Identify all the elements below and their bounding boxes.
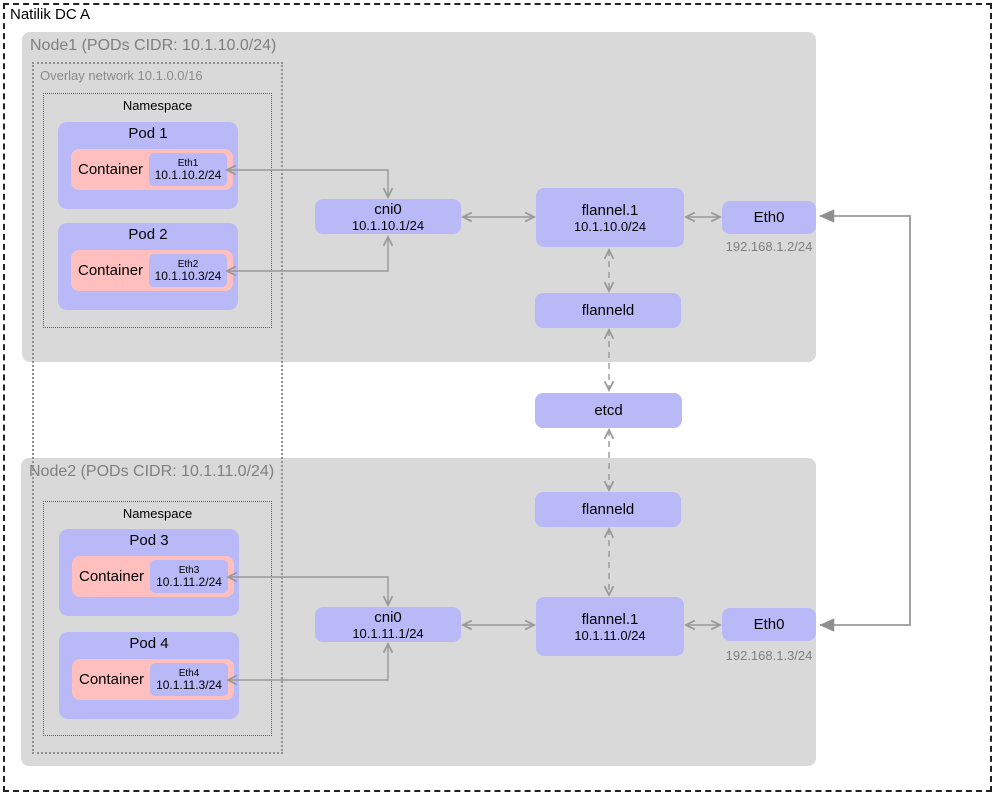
node2-flannel1-box: flannel.1 10.1.11.0/24 xyxy=(536,597,684,656)
pod3-box: Pod 3 Container Eth3 10.1.11.2/24 xyxy=(59,529,239,616)
pod3-title: Pod 3 xyxy=(129,532,169,549)
pod1-eth-interface: Eth1 10.1.10.2/24 xyxy=(149,153,227,186)
pod1-title: Pod 1 xyxy=(128,125,168,142)
pod3-eth-name: Eth3 xyxy=(178,564,200,576)
pod4-title: Pod 4 xyxy=(129,635,169,652)
pod4-eth-name: Eth4 xyxy=(178,667,200,679)
pod1-box: Pod 1 Container Eth1 10.1.10.2/24 xyxy=(58,122,238,209)
dc-boundary xyxy=(3,3,992,792)
node2-flanneld-box: flanneld xyxy=(535,492,681,527)
pod2-title: Pod 2 xyxy=(128,226,168,243)
node1-cni0-label: cni0 xyxy=(374,200,402,218)
pod4-box: Pod 4 Container Eth4 10.1.11.3/24 xyxy=(59,632,239,719)
node1-eth0-box: Eth0 xyxy=(722,201,816,234)
pod1-container-box: Container Eth1 10.1.10.2/24 xyxy=(71,149,233,190)
pod2-container-label: Container xyxy=(78,262,144,279)
node2-cni0-box: cni0 10.1.11.1/24 xyxy=(315,607,461,642)
overlay-network-label: Overlay network 10.1.0.0/16 xyxy=(40,68,203,83)
pod3-container-label: Container xyxy=(79,568,145,585)
pod3-eth-interface: Eth3 10.1.11.2/24 xyxy=(150,560,228,593)
node1-namespace-box: Namespace xyxy=(43,93,272,328)
node2-eth0-ip: 192.168.1.3/24 xyxy=(725,648,813,663)
node1-flannel1-ip: 10.1.10.0/24 xyxy=(573,218,647,234)
dc-title: Natilik DC A xyxy=(10,6,91,23)
pod4-container-label: Container xyxy=(79,671,145,688)
node1-flannel1-box: flannel.1 10.1.10.0/24 xyxy=(536,188,684,247)
node2-eth0-label: Eth0 xyxy=(753,616,785,633)
pod4-eth-interface: Eth4 10.1.11.3/24 xyxy=(150,663,228,696)
pod4-eth-ip: 10.1.11.3/24 xyxy=(156,677,222,692)
node1-flanneld-label: flanneld xyxy=(581,302,635,319)
node1-eth0-ip: 192.168.1.2/24 xyxy=(725,239,813,254)
pod2-container-box: Container Eth2 10.1.10.3/24 xyxy=(71,250,233,291)
etcd-box: etcd xyxy=(535,393,682,428)
node2-flanneld-label: flanneld xyxy=(581,501,635,518)
node1-title: Node1 (PODs CIDR: 10.1.10.0/24) xyxy=(30,37,277,54)
pod2-box: Pod 2 Container Eth2 10.1.10.3/24 xyxy=(58,223,238,310)
pod1-eth-ip: 10.1.10.2/24 xyxy=(154,167,222,182)
pod1-container-label: Container xyxy=(78,161,144,178)
etcd-label: etcd xyxy=(594,402,623,419)
node1-namespace-label: Namespace xyxy=(122,98,193,113)
pod2-eth-name: Eth2 xyxy=(177,258,199,270)
pod2-eth-ip: 10.1.10.3/24 xyxy=(154,268,222,283)
pod2-eth-interface: Eth2 10.1.10.3/24 xyxy=(149,254,227,287)
overlay-network-box: Overlay network 10.1.0.0/16 xyxy=(32,62,283,754)
node2-cni0-label: cni0 xyxy=(374,608,402,626)
pod3-eth-ip: 10.1.11.2/24 xyxy=(156,574,222,589)
pod3-container-box: Container Eth3 10.1.11.2/24 xyxy=(72,556,234,597)
node1-eth0-label: Eth0 xyxy=(753,209,785,226)
node2-cni0-ip: 10.1.11.1/24 xyxy=(352,625,424,641)
node2-title: Node2 (PODs CIDR: 10.1.11.0/24) xyxy=(29,463,275,480)
node2-flannel1-ip: 10.1.11.0/24 xyxy=(574,627,646,643)
node1-flanneld-box: flanneld xyxy=(535,293,681,328)
node2-flannel1-label: flannel.1 xyxy=(581,610,639,628)
node2-namespace-box: Namespace xyxy=(43,501,272,736)
node2-eth0-box: Eth0 xyxy=(722,608,816,641)
pod4-container-box: Container Eth4 10.1.11.3/24 xyxy=(72,659,234,700)
node2-namespace-label: Namespace xyxy=(122,506,193,521)
node1-cni0-ip: 10.1.10.1/24 xyxy=(351,217,425,233)
pod1-eth-name: Eth1 xyxy=(177,157,199,169)
node1-flannel1-label: flannel.1 xyxy=(581,201,639,219)
node1-cni0-box: cni0 10.1.10.1/24 xyxy=(315,199,461,234)
